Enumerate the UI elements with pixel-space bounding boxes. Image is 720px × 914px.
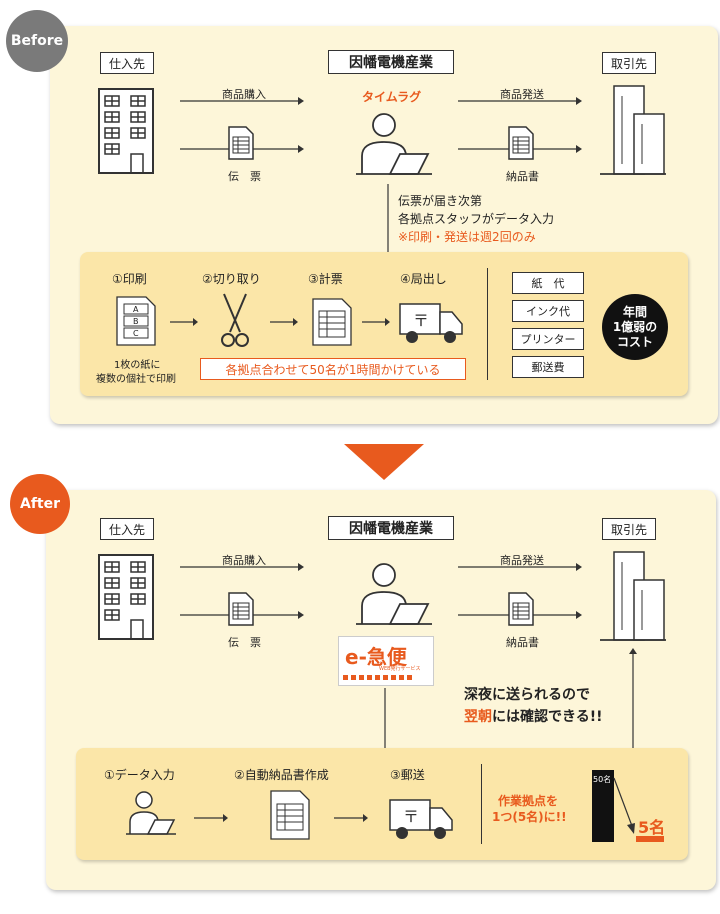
cost-paper: 紙 代 xyxy=(512,272,584,294)
company-label: 因幡電機産業 xyxy=(328,50,454,74)
auto-form-icon xyxy=(270,790,310,840)
after-delivery-note-icon xyxy=(508,592,534,626)
abc-a: A xyxy=(133,305,139,314)
process-divider xyxy=(487,268,488,380)
after-company-label: 因幡電機産業 xyxy=(328,516,454,540)
mail-truck-icon: 〒 xyxy=(399,303,463,343)
night-highlight: 翌朝 xyxy=(464,709,492,725)
night-line-1: 深夜に送られるので xyxy=(464,687,590,703)
shipping-label: 商品発送 xyxy=(500,88,544,101)
after-building-icon xyxy=(98,554,154,640)
after-process-divider xyxy=(481,764,482,844)
after-person-at-desk-icon xyxy=(356,563,432,625)
after-arrow-purchase xyxy=(180,563,304,571)
after-process-panel xyxy=(76,748,688,860)
reduce-line-2: 1つ(5名)に!! xyxy=(492,810,567,824)
after-up-arrow xyxy=(629,648,637,750)
delivery-note-icon xyxy=(508,126,534,160)
after-office-building-icon xyxy=(600,551,666,641)
print-note-2: 複数の個社で印刷 xyxy=(96,374,176,385)
night-line-2: 翌朝には確認できる!! xyxy=(464,706,603,726)
after-purchase-label: 商品購入 xyxy=(222,554,266,567)
svg-text:〒: 〒 xyxy=(413,311,429,330)
reduction-arrow xyxy=(613,777,635,834)
staff-before-count: 50名 xyxy=(593,775,612,784)
arrow-step-1 xyxy=(170,318,198,326)
note-line-2: 各拠点スタッフがデータ入力 xyxy=(398,212,555,226)
arrow-shipping xyxy=(458,97,582,105)
staff-after-bar xyxy=(636,836,664,842)
arrow-step-3 xyxy=(362,318,390,326)
time-lag-label: タイムラグ xyxy=(362,90,422,104)
cost-ink: インク代 xyxy=(512,300,584,322)
after-step-input: ①データ入力 xyxy=(104,768,175,782)
annual-cost-line-1: 年間 xyxy=(622,304,647,319)
step-cut: ②切り取り xyxy=(202,272,261,286)
service-logo: e-急便 WEB発行サービス xyxy=(338,636,434,686)
after-shipping-label: 商品発送 xyxy=(500,554,544,567)
slip-label: 伝 票 xyxy=(228,170,261,183)
before-badge: Before xyxy=(6,10,68,72)
cost-printer: プリンター xyxy=(512,328,584,350)
scissors-icon xyxy=(221,293,249,347)
person-at-desk-icon xyxy=(356,113,432,175)
building-icon xyxy=(98,88,154,174)
staff-after-count: 5名 xyxy=(638,818,666,837)
office-building-icon xyxy=(600,85,666,175)
night-rest: には確認できる!! xyxy=(492,709,603,725)
transition-arrow-icon xyxy=(344,444,424,480)
annual-cost-line-3: コスト xyxy=(616,334,653,349)
step-print: ①印刷 xyxy=(112,272,147,286)
after-badge: After xyxy=(10,474,70,534)
purchase-label: 商品購入 xyxy=(222,88,266,101)
after-step-auto: ②自動納品書作成 xyxy=(234,768,329,782)
supplier-label: 仕入先 xyxy=(100,52,154,74)
after-arrow-2 xyxy=(334,814,368,822)
after-arrow-shipping xyxy=(458,563,582,571)
cost-postage: 郵送費 xyxy=(512,356,584,378)
after-document-icon xyxy=(228,592,254,626)
after-connector-line xyxy=(384,688,386,750)
service-logo-stripe xyxy=(343,675,413,680)
note-line-3: ※印刷・発送は週2回のみ xyxy=(398,230,536,244)
annual-cost-badge: 年間 1億弱の コスト xyxy=(602,294,668,360)
after-mail-truck-icon: 〒 xyxy=(389,799,453,839)
paper-abc-icon xyxy=(116,296,156,346)
after-supplier-label: 仕入先 xyxy=(100,518,154,540)
abc-b: B xyxy=(133,317,139,326)
service-logo-text: e-急便 xyxy=(345,645,407,669)
after-slip-label: 伝 票 xyxy=(228,636,261,649)
client-label: 取引先 xyxy=(602,52,656,74)
delivery-note-label: 納品書 xyxy=(506,170,539,183)
svg-text:〒: 〒 xyxy=(403,807,419,826)
after-arrow-1 xyxy=(194,814,228,822)
document-icon xyxy=(228,126,254,160)
form-icon xyxy=(312,298,352,346)
after-client-label: 取引先 xyxy=(602,518,656,540)
reduce-line-1: 作業拠点を xyxy=(498,794,559,808)
step-count: ③計票 xyxy=(308,272,343,286)
before-banner: 各拠点合わせて50名が1時間かけている xyxy=(200,358,466,380)
after-step-mail: ③郵送 xyxy=(390,768,425,782)
annual-cost-line-2: 1億弱の xyxy=(612,319,658,334)
step-post: ④局出し xyxy=(400,272,447,286)
abc-c: C xyxy=(133,329,139,338)
connector-line xyxy=(387,184,389,254)
arrow-purchase xyxy=(180,97,304,105)
note-line-1: 伝票が届き次第 xyxy=(398,194,483,208)
small-person-icon xyxy=(126,791,176,835)
arrow-step-2 xyxy=(270,318,298,326)
service-logo-sub: WEB発行サービス xyxy=(379,666,421,672)
staff-before-bar xyxy=(592,770,614,842)
print-note-1: 1枚の紙に xyxy=(114,360,161,371)
after-delivery-note-label: 納品書 xyxy=(506,636,539,649)
